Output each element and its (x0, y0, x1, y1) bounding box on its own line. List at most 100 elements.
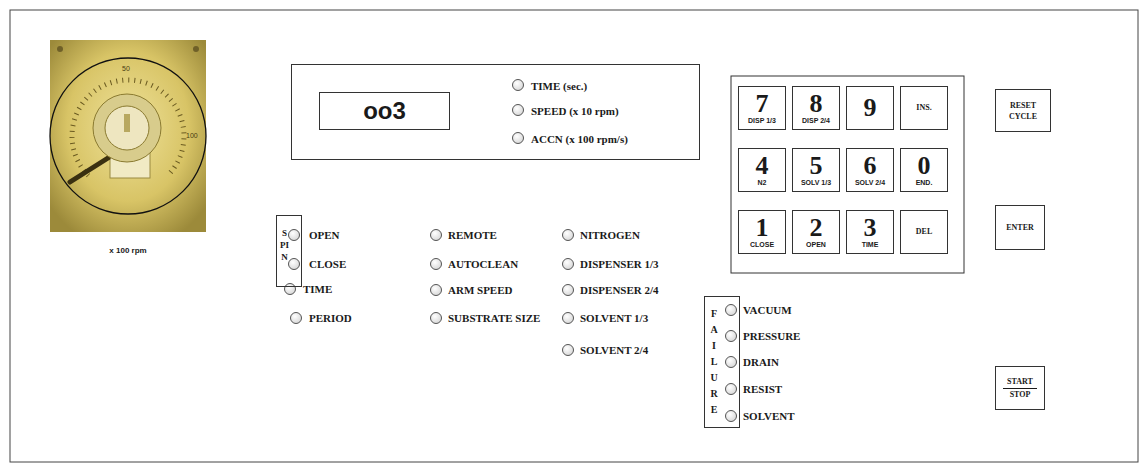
panel-text: ENTER (1006, 222, 1034, 233)
led (431, 259, 442, 270)
keypad-frame (731, 76, 964, 273)
panel-text: FAILURE (709, 306, 719, 418)
led-label: ARM SPEED (448, 283, 512, 297)
key-digit: 4 (756, 154, 769, 178)
indicator-leds (285, 80, 737, 422)
led (563, 345, 574, 356)
keypad-key: 0END. (900, 148, 948, 192)
panel-text: OPEN (806, 240, 826, 249)
panel-text: SOLV 1/3 (801, 178, 831, 187)
led (563, 285, 574, 296)
led-label: PERIOD (309, 311, 352, 325)
led-label: SUBSTRATE SIZE (448, 311, 530, 325)
keypad-key: 2OPEN (792, 210, 840, 254)
led-label: CLOSE (309, 257, 346, 271)
dial-knob (93, 94, 161, 162)
panel-frame (10, 10, 1138, 462)
led (563, 230, 574, 241)
key-digit: 8 (810, 92, 823, 116)
panel-text: SOLV 2/4 (855, 178, 885, 187)
panel-text: oo3 (363, 97, 406, 125)
led (563, 259, 574, 270)
led-label: NITROGEN (580, 228, 640, 242)
led (513, 105, 524, 116)
panel-text: START (1003, 376, 1037, 389)
dial-scale: 50 (122, 65, 130, 73)
panel-button: RESET CYCLE (995, 89, 1051, 132)
led-label: SOLVENT 2/4 (580, 343, 648, 357)
led (513, 133, 524, 144)
screw (57, 46, 63, 52)
control-display: TIME (sec.) SPEED (x 10 rpm) ACCN (x 100 r… (291, 64, 700, 160)
key-digit: 1 (756, 216, 769, 240)
panel-button: ENTER (995, 205, 1045, 250)
key-digit: 0 (918, 154, 931, 178)
led-label: OPEN (309, 228, 340, 242)
led (291, 313, 302, 324)
panel-button: STARTSTOP (995, 366, 1045, 410)
led (563, 313, 574, 324)
led (431, 313, 442, 324)
dial-photo (50, 40, 206, 232)
panel-text: ACCN (x 100 rpm/s) (531, 132, 628, 146)
keypad-key: DEL (900, 210, 948, 254)
led-label: VACUUM (743, 303, 792, 317)
key-digit: 2 (810, 216, 823, 240)
led-label: SOLVENT (743, 409, 795, 423)
panel-text: DISP 2/4 (802, 116, 830, 125)
led (726, 384, 737, 395)
panel-text: INS. (916, 103, 931, 113)
led-label: DISPENSER 2/4 (580, 283, 659, 297)
panel-text: END. (916, 178, 933, 187)
key-digit: 7 (756, 92, 769, 116)
lcd-readout: oo3 (319, 92, 450, 130)
key-digit: 6 (864, 154, 877, 178)
keypad-key: 8DISP 2/4 (792, 86, 840, 130)
led (726, 357, 737, 368)
dial-ticks (72, 80, 184, 176)
led-label: SOLVENT 1/3 (580, 311, 648, 325)
panel-text: STOP (1010, 389, 1031, 400)
panel-text: DEL (916, 227, 932, 237)
led (431, 230, 442, 241)
panel-text: TIME (862, 240, 879, 249)
keypad-key: 4N2 (738, 148, 786, 192)
panel-text: SPIN (280, 227, 289, 263)
dial-pointer (70, 158, 108, 182)
led-label: RESIST (743, 382, 782, 396)
led (289, 259, 300, 270)
led-label: PRESSURE (743, 329, 800, 343)
indicator-group: SPIN (276, 215, 302, 287)
key-digit: 9 (864, 96, 877, 120)
led (289, 230, 300, 241)
keypad-key: 7DISP 1/3 (738, 86, 786, 130)
keypad-key: INS. (900, 86, 948, 130)
panel-text: DISP 1/3 (748, 116, 776, 125)
keypad-key: 3TIME (846, 210, 894, 254)
speed-dial (50, 40, 206, 232)
panel-text: TIME (sec.) (531, 79, 587, 93)
led (726, 305, 737, 316)
panel-text: N2 (758, 178, 767, 187)
keypad-key: 1CLOSE (738, 210, 786, 254)
led-label: DRAIN (743, 355, 779, 369)
dial-scale: 100 (186, 132, 198, 140)
led (431, 285, 442, 296)
indicator-group: FAILURE (704, 296, 740, 428)
panel-text: SPEED (x 10 rpm) (531, 104, 619, 118)
dial-unit: x 100 rpm (94, 246, 162, 256)
screw (193, 46, 199, 52)
dial-ring (50, 58, 206, 214)
led-label: AUTOCLEAN (448, 257, 518, 271)
keypad-key: 9 (846, 86, 894, 130)
panel-text: CLOSE (750, 240, 774, 249)
dial-knob-cap (105, 106, 149, 150)
panel-text: RESET CYCLE (996, 100, 1050, 122)
led (726, 331, 737, 342)
led (285, 284, 296, 295)
led-label: REMOTE (448, 228, 497, 242)
keypad-key: 6SOLV 2/4 (846, 148, 894, 192)
